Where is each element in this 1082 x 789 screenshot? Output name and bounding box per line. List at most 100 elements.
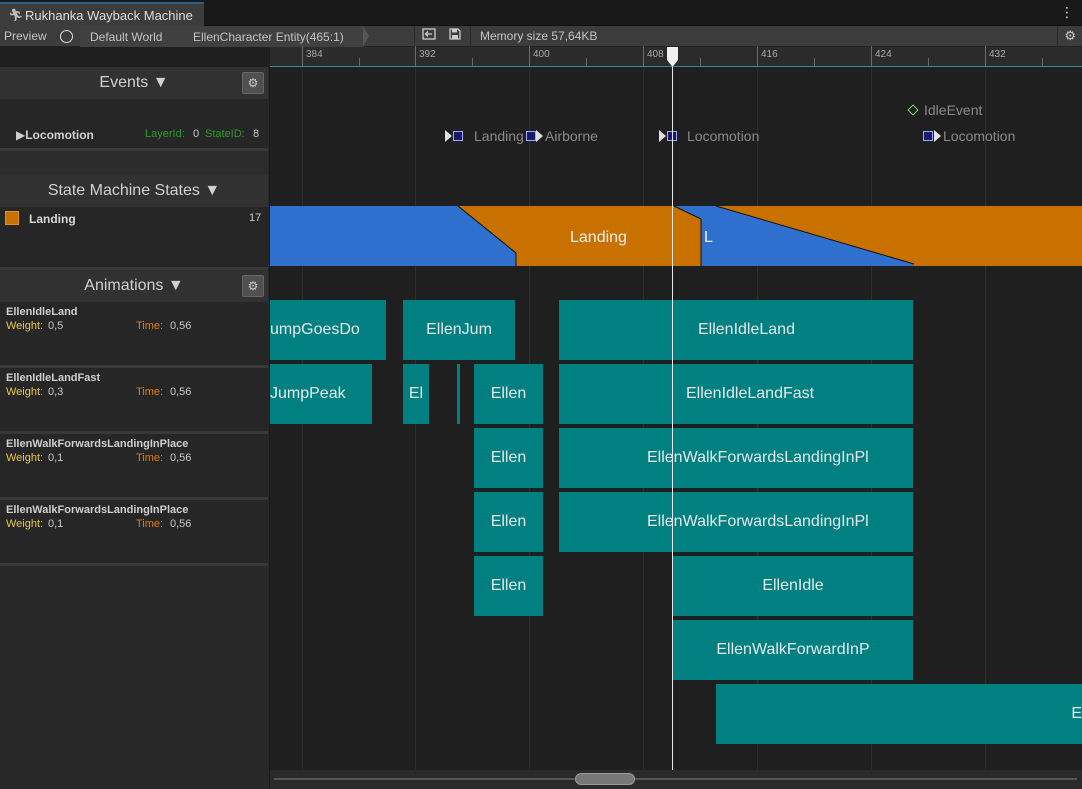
ruler-tick: [643, 46, 644, 66]
toolbar-divider: [470, 26, 471, 47]
state-row[interactable]: Landing 17: [0, 207, 268, 270]
window-tab[interactable]: 🏃︎ Rukhanka Wayback Machine: [0, 2, 204, 26]
animation-clip[interactable]: El: [403, 364, 429, 424]
layer-id-value: 0: [193, 128, 200, 140]
window-title: Rukhanka Wayback Machine: [25, 7, 193, 23]
event-layer-row[interactable]: ▶Locomotion LayerId: 0 StateID: 8: [0, 99, 268, 151]
time-key: Time:: [136, 518, 164, 530]
gear-icon[interactable]: ⚙: [1064, 28, 1076, 43]
time-value: 0,56: [170, 386, 192, 398]
playhead-handle-icon[interactable]: [667, 47, 678, 67]
event-triangle-icon: [536, 130, 543, 142]
animation-clip[interactable]: Ellen: [474, 492, 543, 552]
scrollbar-thumb[interactable]: [575, 773, 635, 785]
ruler-tick: [700, 58, 701, 66]
title-bar: 🏃︎ Rukhanka Wayback Machine ⋮: [0, 0, 1082, 26]
time-value: 0,56: [170, 518, 192, 530]
animations-header[interactable]: Animations ▼ ⚙: [0, 270, 268, 302]
state-block-landing[interactable]: [716, 206, 1082, 266]
event-marker[interactable]: [923, 131, 933, 141]
animations-settings-gear-icon[interactable]: ⚙: [242, 275, 264, 297]
animation-clip[interactable]: EllenWalkForwardsLandingInPl: [559, 492, 913, 552]
animation-row[interactable]: EllenIdleLandFast Weight: 0,3 Time: 0,56: [0, 368, 268, 434]
breadcrumb-world[interactable]: Default World: [80, 26, 189, 47]
animation-clip[interactable]: EllenIdle: [673, 556, 913, 616]
state-label: L: [704, 229, 713, 246]
clip-label: umpGoesDo: [270, 321, 360, 338]
time-key: Time:: [136, 320, 164, 332]
time-value: 0,56: [170, 320, 192, 332]
animation-clip[interactable]: Ellen: [474, 364, 543, 424]
event-label: Locomotion: [943, 128, 1016, 144]
scrollbar-track[interactable]: [274, 778, 1077, 780]
animation-clip[interactable]: EllenJum: [403, 300, 515, 360]
events-header[interactable]: Events ▼ ⚙: [0, 67, 268, 99]
ruler-label: 408: [647, 49, 664, 60]
clip-label: JumpPeak: [270, 385, 346, 402]
event-marker[interactable]: [526, 131, 536, 141]
state-color-swatch: [5, 211, 19, 225]
event-label: IdleEvent: [924, 102, 983, 118]
animation-clip[interactable]: EllenIdleLandFast: [559, 364, 913, 424]
event-marker[interactable]: [453, 131, 463, 141]
preview-toggle[interactable]: Preview: [4, 29, 47, 43]
clip-label: El: [408, 385, 424, 402]
animation-row[interactable]: EllenWalkForwardsLandingInPlace Weight: …: [0, 434, 268, 500]
animation-clip[interactable]: umpGoesDo: [270, 300, 386, 360]
animation-row[interactable]: EllenWalkForwardsLandingInPlace Weight: …: [0, 500, 268, 566]
event-label: Locomotion: [687, 128, 760, 144]
state-block-blue[interactable]: [701, 206, 914, 266]
state-transition-lane[interactable]: [270, 206, 1082, 266]
idle-event-diamond-icon[interactable]: [907, 104, 919, 116]
events-settings-gear-icon[interactable]: ⚙: [242, 72, 264, 94]
time-key: Time:: [136, 386, 164, 398]
clip-label: EllenWalkForwardsLandingInPl: [647, 513, 869, 530]
state-label: Landing: [570, 229, 627, 246]
breadcrumb-entity[interactable]: EllenCharacter Entity(465:1): [183, 26, 369, 47]
animation-clip[interactable]: JumpPeak: [270, 364, 372, 424]
weight-key: Weight:: [6, 452, 44, 464]
animation-row[interactable]: EllenIdleLand Weight: 0,5 Time: 0,56: [0, 302, 268, 368]
animation-clip[interactable]: [457, 364, 460, 424]
animation-name: EllenIdleLandFast: [6, 372, 101, 384]
animation-clip[interactable]: EllenWalkForwardInP: [673, 620, 913, 680]
clip-label: EllenWalkForwardInP: [716, 641, 870, 658]
animation-clip[interactable]: EllenIdleLand: [559, 300, 913, 360]
clip-label: Ellen: [490, 577, 527, 594]
animation-clip[interactable]: Ellen: [474, 556, 543, 616]
timeline-area[interactable]: IdleEvent Landing Airborne Locomotion Lo…: [270, 67, 1082, 770]
ruler-tick: [1042, 58, 1043, 66]
kebab-icon[interactable]: ⋮: [1060, 4, 1074, 20]
state-block-landing[interactable]: [458, 206, 701, 266]
clip-label: EllenIdleLandFast: [686, 385, 815, 402]
ruler-tick: [415, 46, 416, 66]
breadcrumb-world-label: Default World: [90, 29, 163, 44]
event-triangle-icon: [659, 130, 666, 142]
horizontal-scrollbar[interactable]: [270, 770, 1082, 789]
grid-line: [985, 67, 986, 770]
clip-label: Ellen: [490, 449, 527, 466]
toolbar-divider: [414, 26, 415, 47]
record-circle-icon[interactable]: [60, 30, 73, 43]
left-panel: Events ▼ ⚙ ▶Locomotion LayerId: 0 StateI…: [0, 67, 270, 789]
animation-clip[interactable]: Ellen: [474, 428, 543, 488]
event-label: Landing: [474, 128, 524, 144]
clip-label: EllenIdleLand: [698, 321, 795, 338]
weight-value: 0,5: [48, 320, 64, 332]
state-block-blue[interactable]: [270, 206, 516, 266]
save-icon[interactable]: [446, 28, 464, 45]
animation-clip[interactable]: EllenWalkForwardsLandingInPl: [559, 428, 913, 488]
playhead-line[interactable]: [672, 67, 673, 770]
state-id-key: StateID:: [205, 128, 245, 140]
state-value: 17: [249, 212, 262, 224]
time-value: 0,56: [170, 452, 192, 464]
states-header[interactable]: State Machine States ▼: [0, 175, 268, 207]
step-back-icon[interactable]: [420, 28, 438, 45]
time-key: Time:: [136, 452, 164, 464]
animation-clip[interactable]: E: [716, 684, 1082, 744]
toolbar: Preview Default World EllenCharacter Ent…: [0, 26, 1082, 47]
memory-size-label: Memory size 57,64KB: [480, 29, 598, 43]
ruler-label: 424: [875, 49, 892, 60]
events-header-label: Events ▼: [99, 74, 169, 91]
layer-id-key: LayerId:: [145, 128, 185, 140]
